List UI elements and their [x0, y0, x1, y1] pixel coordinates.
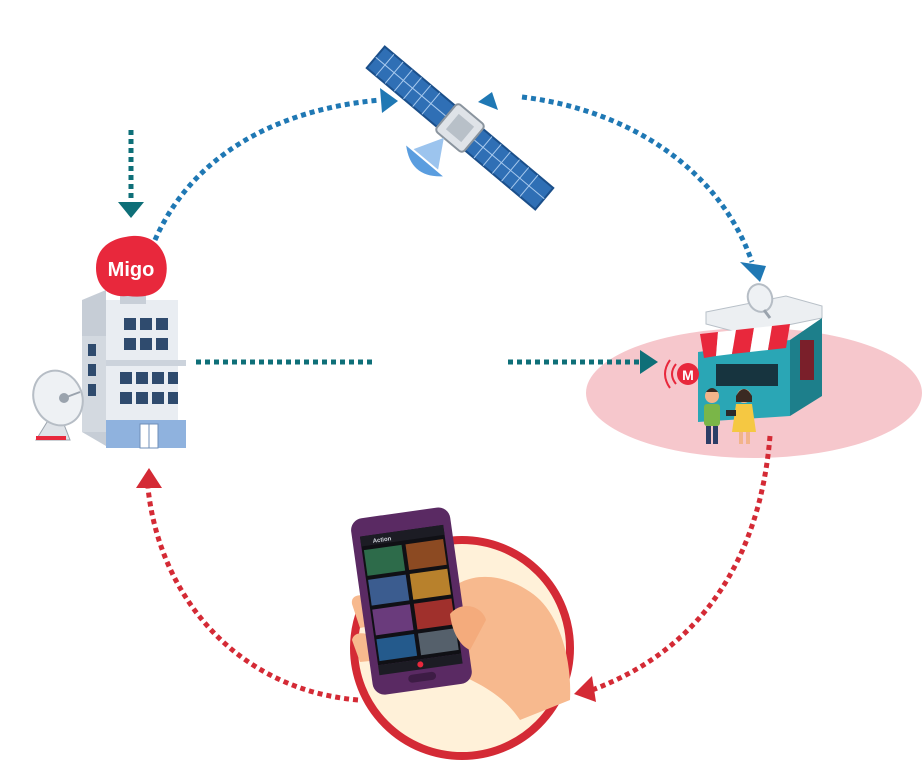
terrestrial-link	[196, 350, 658, 374]
migo-logo: Migo	[96, 235, 167, 304]
uplink-arrow	[152, 88, 398, 242]
building-icon	[82, 290, 186, 449]
input-arrow	[118, 130, 144, 218]
satellite-fin	[478, 92, 498, 110]
people-icon	[704, 388, 756, 444]
migo-logo-text: Migo	[108, 259, 155, 281]
satellite-dish-icon	[32, 369, 84, 441]
phone-app-header: Action	[372, 536, 392, 545]
downlink-arrow	[521, 94, 766, 282]
movie-grid	[363, 539, 459, 662]
wifi-signal-icon	[664, 359, 677, 389]
store-icon	[698, 283, 823, 422]
satellite-icon	[365, 45, 555, 211]
return-arrow	[136, 468, 359, 703]
store-badge-text: M	[682, 367, 694, 383]
store-badge: M	[664, 359, 699, 389]
delivery-arrow	[574, 435, 773, 702]
phone-icon: Action	[351, 507, 472, 695]
thumb	[450, 606, 486, 650]
